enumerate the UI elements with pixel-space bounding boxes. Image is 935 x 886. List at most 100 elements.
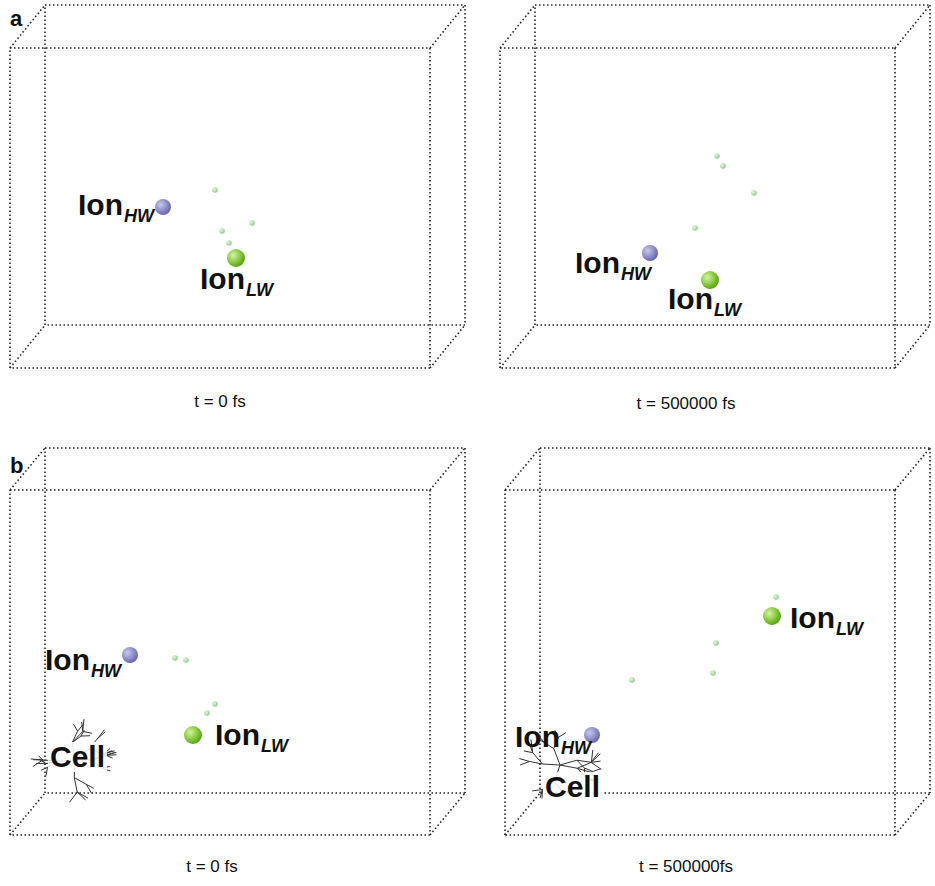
ion-label: Ion bbox=[515, 722, 560, 752]
box-edge bbox=[895, 448, 930, 490]
cell-branch bbox=[591, 753, 599, 763]
box-edge bbox=[10, 5, 45, 48]
ion-subscript: LW bbox=[261, 737, 288, 755]
box-edge bbox=[535, 4, 930, 6]
box-edge bbox=[10, 793, 45, 835]
water-dot bbox=[629, 677, 635, 683]
cell-branch bbox=[72, 731, 83, 742]
box-edge bbox=[504, 490, 506, 835]
box-edge bbox=[464, 448, 466, 793]
cell-branch bbox=[73, 724, 77, 731]
box-edge bbox=[894, 48, 896, 368]
time-label: t = 0 fs bbox=[194, 393, 246, 410]
box-edge bbox=[429, 48, 431, 368]
time-label: t = 500000fs bbox=[639, 858, 733, 875]
water-dot bbox=[183, 657, 189, 663]
box-edge bbox=[500, 5, 535, 48]
ion-sphere bbox=[184, 726, 202, 744]
ion-subscript: LW bbox=[714, 301, 741, 319]
box-edge bbox=[894, 490, 896, 835]
ion-subscript: LW bbox=[246, 281, 273, 299]
box-edge bbox=[505, 793, 540, 835]
box-edge bbox=[505, 448, 540, 490]
box-edge bbox=[430, 325, 465, 368]
cell-branch bbox=[560, 765, 577, 768]
box-edge bbox=[45, 324, 465, 326]
cell-branch bbox=[560, 760, 577, 765]
box-edge bbox=[10, 448, 45, 490]
simulation-box bbox=[500, 5, 930, 368]
cell-branch bbox=[86, 784, 93, 788]
cell-branch bbox=[520, 761, 530, 764]
cell-label: Cell bbox=[543, 772, 602, 802]
cell-branch bbox=[591, 754, 600, 762]
cell-branch bbox=[77, 792, 85, 800]
box-edge bbox=[499, 48, 501, 368]
cell-branch bbox=[78, 725, 83, 731]
ion-label: Ion bbox=[668, 284, 713, 314]
box-edge bbox=[929, 5, 931, 325]
simulation-box bbox=[10, 5, 465, 368]
box-edge bbox=[10, 47, 430, 49]
box-edge bbox=[10, 325, 45, 368]
cell-branch bbox=[542, 764, 560, 766]
water-dot bbox=[714, 153, 720, 159]
ion-sphere bbox=[642, 245, 658, 261]
box-edge bbox=[500, 325, 535, 368]
box-edge bbox=[44, 448, 46, 793]
box-edge bbox=[500, 47, 895, 49]
box-edge bbox=[9, 48, 11, 368]
water-dot bbox=[751, 190, 757, 196]
cell-branch bbox=[33, 760, 43, 767]
ion-label: Ion bbox=[790, 603, 835, 633]
cell-branch bbox=[591, 762, 601, 769]
cell-branch bbox=[81, 735, 90, 736]
box-edge bbox=[10, 367, 430, 369]
box-edge bbox=[429, 490, 431, 835]
time-label: t = 0 fs bbox=[186, 858, 238, 875]
box-edge bbox=[464, 5, 466, 325]
ion-label: Ion bbox=[215, 720, 260, 750]
box-edge bbox=[500, 367, 895, 369]
cell-structure bbox=[31, 719, 117, 802]
water-dot bbox=[204, 710, 210, 716]
water-dot bbox=[172, 655, 178, 661]
box-edge bbox=[505, 834, 895, 836]
ion-subscript: HW bbox=[561, 739, 591, 757]
box-edge bbox=[45, 4, 465, 6]
box-edge bbox=[45, 447, 465, 449]
water-dot bbox=[219, 228, 225, 234]
cell-branch bbox=[591, 761, 600, 762]
cell-branch bbox=[97, 730, 104, 739]
ion-subscript: LW bbox=[836, 620, 863, 638]
box-edge bbox=[45, 792, 465, 794]
water-dot bbox=[720, 163, 726, 169]
box-edge bbox=[9, 490, 11, 835]
box-edge bbox=[430, 448, 465, 490]
cell-branch bbox=[74, 778, 86, 785]
water-dot bbox=[710, 670, 716, 676]
box-edge bbox=[10, 489, 430, 491]
cell-branch bbox=[83, 731, 92, 733]
ion-sphere bbox=[122, 647, 138, 663]
ion-subscript: HW bbox=[124, 207, 154, 225]
cell-branch bbox=[530, 761, 543, 764]
time-label: t = 500000 fs bbox=[637, 395, 736, 412]
box-edge bbox=[44, 5, 46, 325]
water-dot bbox=[212, 701, 218, 707]
water-dot bbox=[226, 240, 232, 246]
box-edge bbox=[10, 834, 430, 836]
simulation-box bbox=[10, 448, 465, 835]
box-edge bbox=[535, 324, 930, 326]
water-dot bbox=[773, 594, 779, 600]
ion-sphere bbox=[763, 607, 781, 625]
box-edge bbox=[430, 793, 465, 835]
box-edge bbox=[540, 447, 930, 449]
box-edge bbox=[534, 5, 536, 325]
cell-branch bbox=[519, 759, 529, 762]
simulation-box bbox=[505, 448, 930, 835]
box-edge bbox=[430, 5, 465, 48]
box-edge bbox=[895, 793, 930, 835]
ion-label: Ion bbox=[200, 264, 245, 294]
